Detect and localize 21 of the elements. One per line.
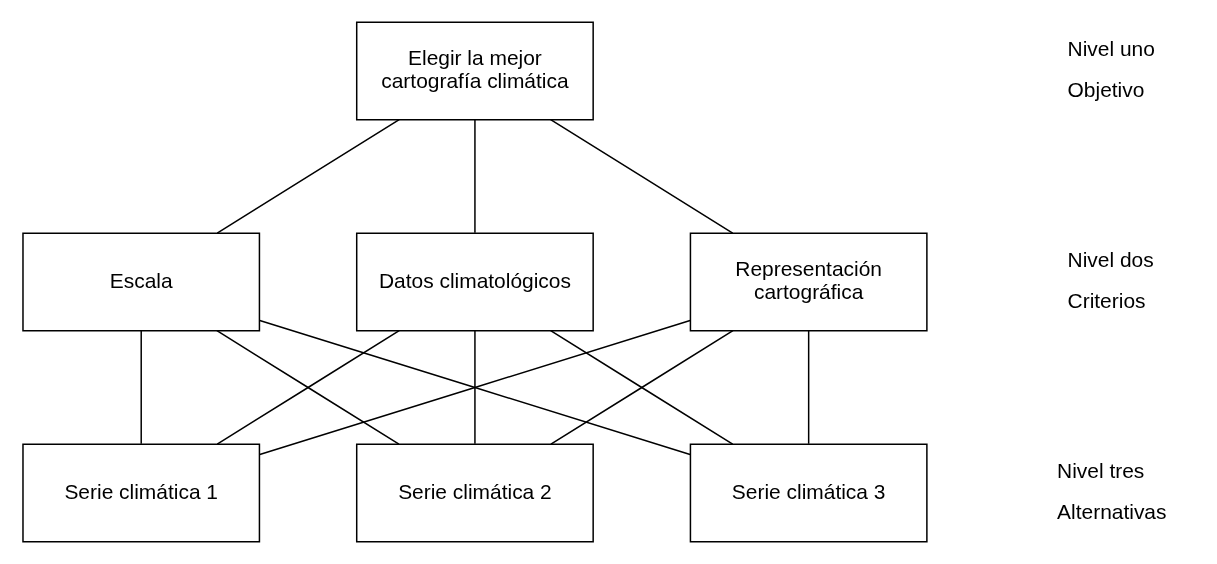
label: Criterios <box>1067 288 1146 312</box>
node-box: Serie climática 2 <box>355 443 594 543</box>
connector <box>140 329 142 445</box>
node-box: Serie climática 1 <box>22 443 261 543</box>
label: Alternativas <box>1057 499 1167 523</box>
label: Nivel dos <box>1067 248 1154 272</box>
connector <box>474 329 476 445</box>
connector <box>474 118 476 234</box>
node-box: Representación cartográfica <box>689 232 928 332</box>
connector <box>807 329 810 445</box>
connector <box>549 118 734 234</box>
label: Nivel uno <box>1067 37 1155 61</box>
node-box: Escala <box>22 232 261 332</box>
node-box: Elegir la mejor cartografía climática <box>355 21 594 121</box>
connector <box>259 319 691 456</box>
node-box: Serie climática 3 <box>689 443 928 543</box>
connector <box>216 329 400 445</box>
label: Objetivo <box>1067 77 1145 101</box>
node-box: Datos climatológicos <box>355 232 594 332</box>
connector <box>216 118 400 234</box>
label: Nivel tres <box>1057 459 1145 483</box>
